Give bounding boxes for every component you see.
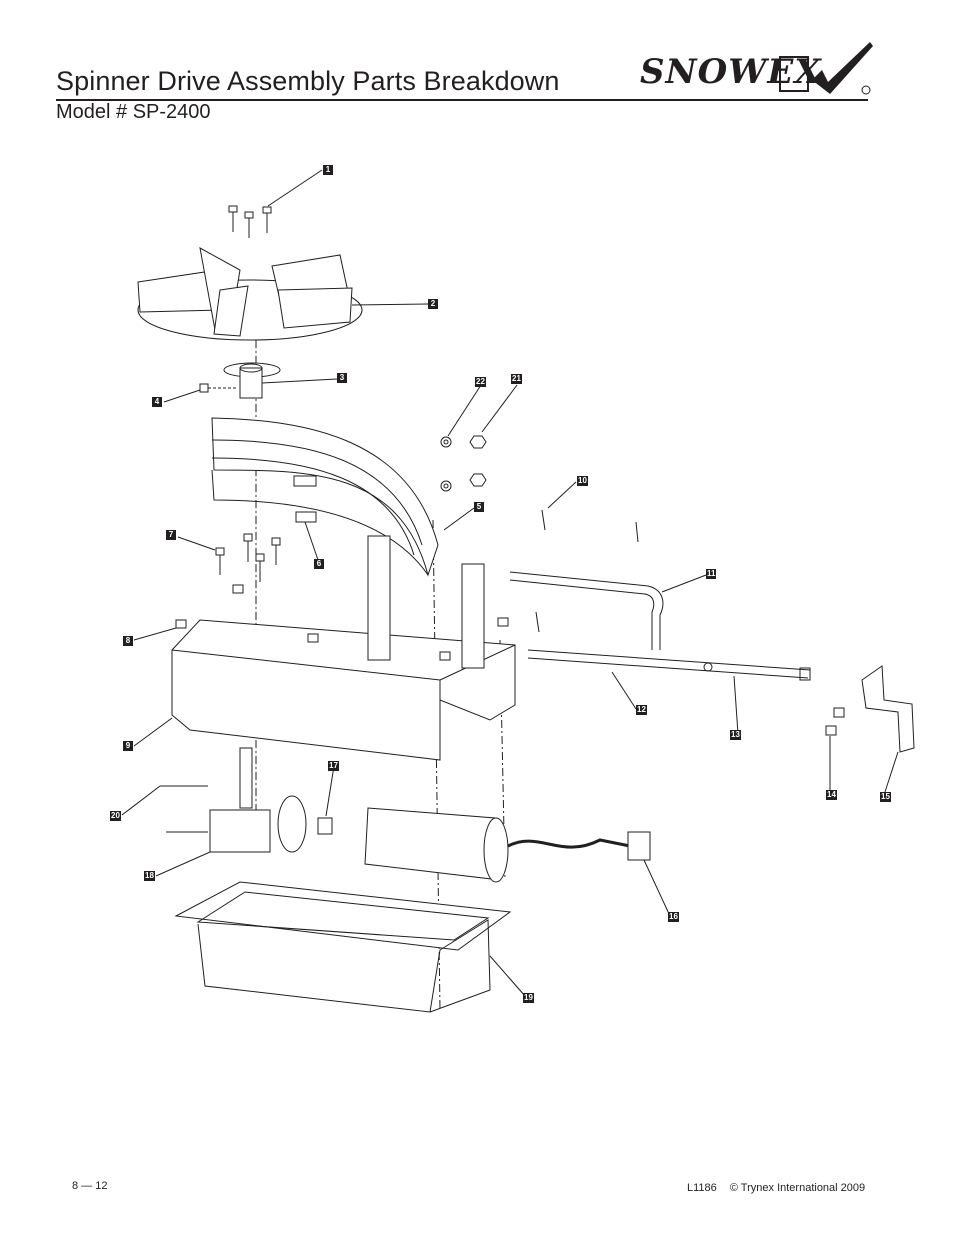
doc-code: L1186 bbox=[687, 1182, 717, 1194]
callout-10: 10 bbox=[577, 476, 588, 486]
callout-8: 8 bbox=[123, 636, 133, 646]
callout-16: 16 bbox=[668, 912, 679, 922]
callout-13: 13 bbox=[730, 730, 741, 740]
callout-9: 9 bbox=[123, 741, 133, 751]
callout-18: 18 bbox=[144, 871, 155, 881]
page-number: 8 — 12 bbox=[72, 1180, 108, 1192]
bolt-1c bbox=[262, 206, 272, 233]
callout-3: 3 bbox=[337, 373, 347, 383]
copyright: © Trynex International 2009 bbox=[729, 1182, 866, 1194]
callout-15: 15 bbox=[880, 792, 891, 802]
callout-5: 5 bbox=[474, 502, 484, 512]
bolt-1b bbox=[244, 211, 254, 238]
callout-20: 20 bbox=[110, 811, 121, 821]
logo-wordmark: SNOWEX bbox=[640, 52, 822, 92]
callout-4: 4 bbox=[152, 397, 162, 407]
header-rule bbox=[56, 99, 868, 101]
page-title: Spinner Drive Assembly Parts Breakdown bbox=[56, 66, 560, 96]
callout-6: 6 bbox=[314, 559, 324, 569]
callout-17: 17 bbox=[328, 761, 339, 771]
callout-14: 14 bbox=[826, 790, 837, 800]
logo-check-icon bbox=[779, 42, 873, 95]
callout-11: 11 bbox=[706, 569, 717, 579]
bolt-1a bbox=[228, 205, 238, 232]
callout-7: 7 bbox=[166, 530, 176, 540]
callout-12: 12 bbox=[636, 705, 647, 715]
callout-1: 1 bbox=[323, 165, 333, 175]
callout-21: 21 bbox=[511, 374, 522, 384]
footer-info: L1186 © Trynex International 2009 bbox=[687, 1182, 865, 1194]
callout-22: 22 bbox=[475, 377, 486, 387]
model-number: Model # SP-2400 bbox=[56, 101, 211, 123]
snowex-logo: SNOWEX bbox=[640, 40, 875, 100]
callout-19: 19 bbox=[523, 993, 534, 1003]
callout-2: 2 bbox=[428, 299, 438, 309]
